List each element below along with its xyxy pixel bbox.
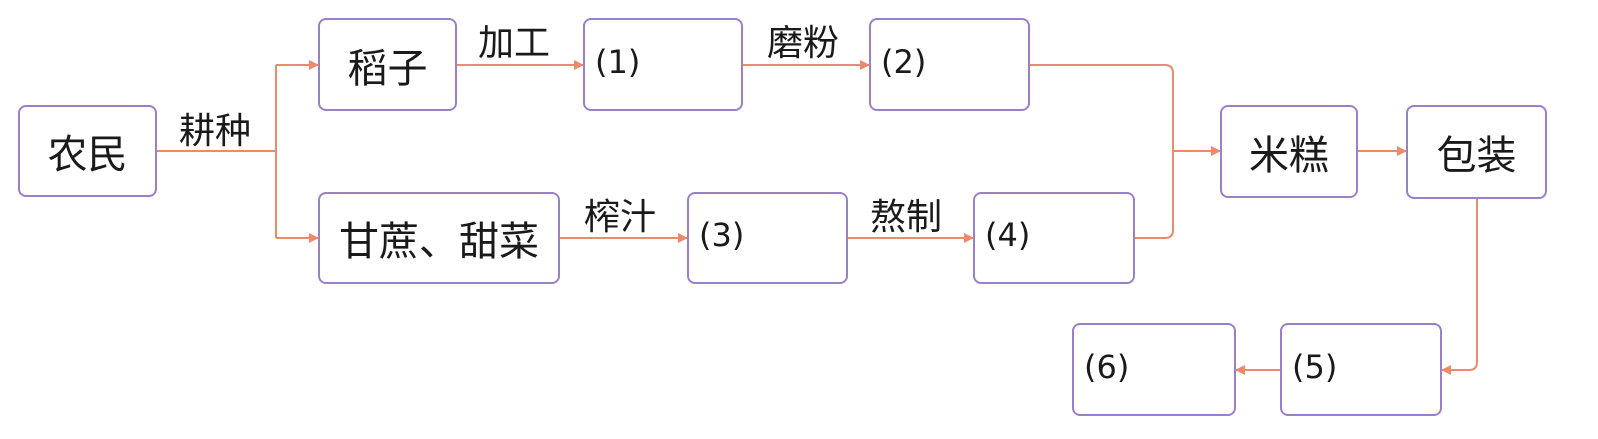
node-rice: 稻子	[318, 18, 457, 111]
node-blank-2-label: (2)	[881, 42, 927, 81]
node-blank-1-label: (1)	[595, 42, 641, 81]
node-rice-label: 稻子	[347, 45, 428, 92]
node-blank-3-label: (3)	[699, 216, 745, 254]
arrow-packaging-to-5	[1441, 199, 1478, 375]
edge-label-process: 加工	[478, 23, 551, 64]
node-sugarcane-beet: 甘蔗、甜菜	[318, 192, 560, 284]
node-blank-5-label: (5)	[1292, 347, 1338, 386]
node-blank-3: (3)	[687, 192, 848, 284]
node-farmers-label: 农民	[47, 132, 128, 178]
node-sugarcane-beet-label: 甘蔗、甜菜	[339, 219, 539, 265]
edge-label-grind: 磨粉	[767, 23, 840, 64]
node-blank-4: (4)	[973, 192, 1135, 284]
edge-label-cultivate: 耕种	[179, 111, 252, 152]
node-rice-cake-label: 米糕	[1249, 132, 1329, 179]
edge-label-press-juice: 榨汁	[584, 197, 657, 238]
node-blank-2: (2)	[869, 18, 1030, 111]
node-blank-5: (5)	[1280, 323, 1442, 416]
node-packaging: 包装	[1406, 105, 1547, 199]
node-blank-4-label: (4)	[985, 216, 1031, 254]
edge-label-boil: 熬制	[870, 197, 943, 238]
node-farmers: 农民	[18, 105, 157, 197]
node-blank-6: (6)	[1072, 323, 1236, 416]
node-blank-6-label: (6)	[1084, 347, 1130, 386]
node-packaging-label: 包装	[1436, 133, 1517, 179]
node-rice-cake: 米糕	[1220, 105, 1358, 198]
node-blank-1: (1)	[583, 18, 743, 111]
